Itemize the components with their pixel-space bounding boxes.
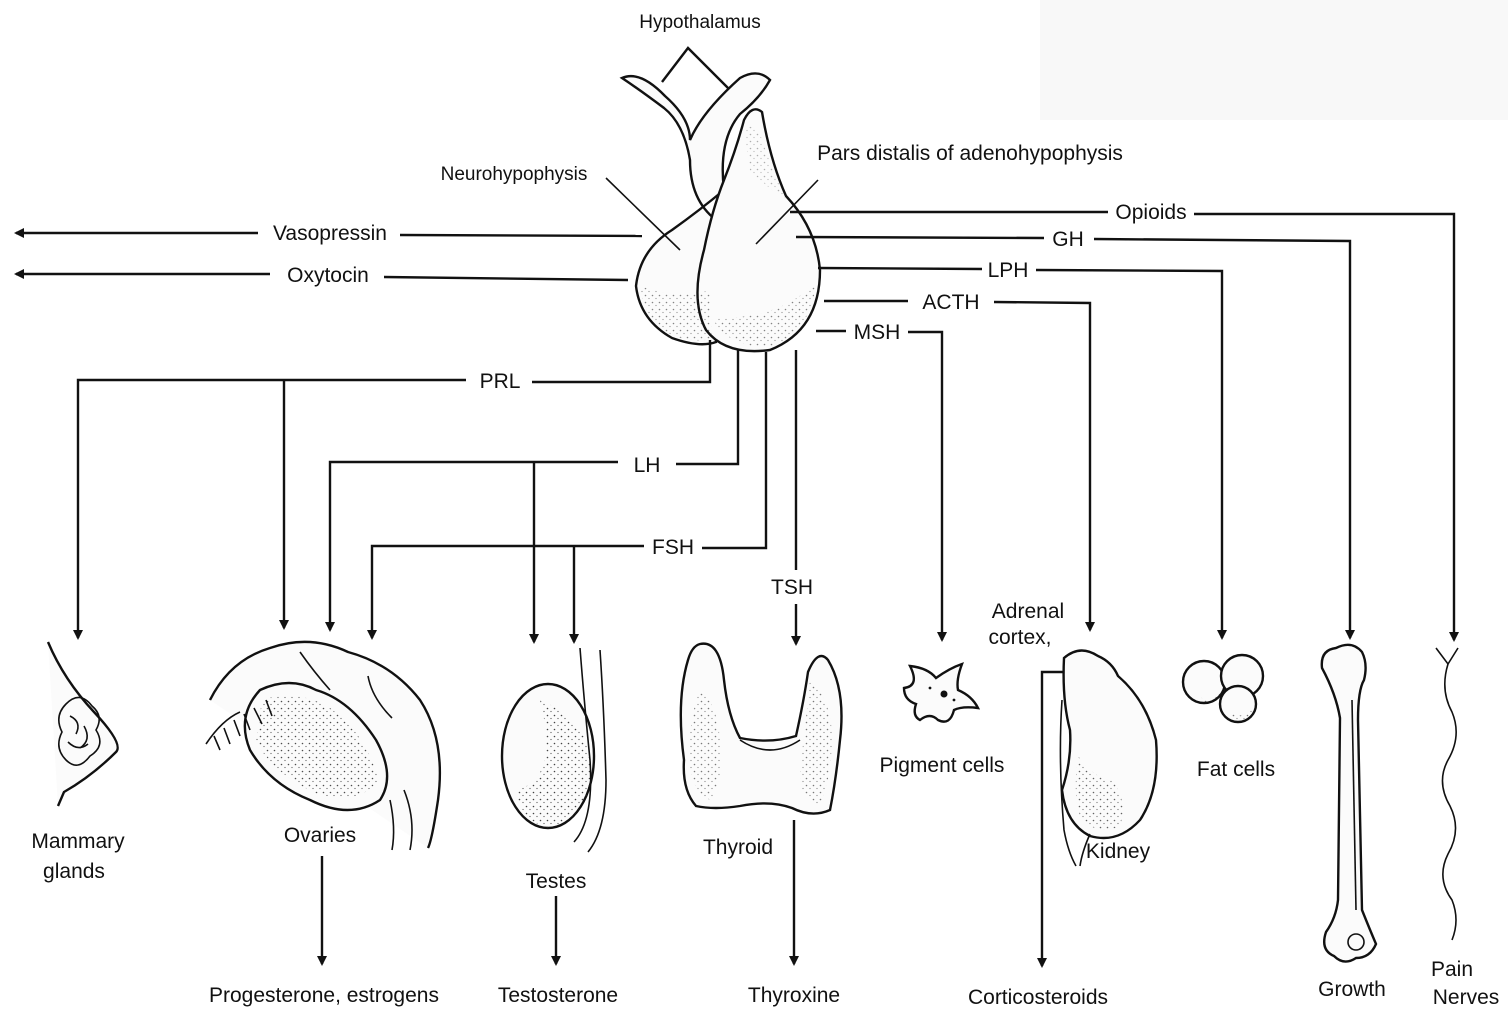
kidney-label: Kidney <box>1086 840 1151 863</box>
prl-path <box>78 340 710 638</box>
kidney-icon <box>1042 650 1157 966</box>
thyroxine-label: Thyroxine <box>748 984 840 1007</box>
fat-cells-icon <box>1183 655 1263 722</box>
testosterone-label: Testosterone <box>498 984 618 1007</box>
msh-label: MSH <box>854 321 901 344</box>
mammary-gland-icon <box>48 642 118 806</box>
fsh-path <box>372 352 766 642</box>
tsh-label: TSH <box>771 576 813 599</box>
progesterone-estrogens-label: Progesterone, estrogens <box>209 984 439 1007</box>
pigment-cell-icon <box>904 664 978 722</box>
prl-label: PRL <box>480 370 521 393</box>
gh-path <box>796 237 1350 638</box>
thyroid-icon <box>681 644 842 814</box>
acth-label: ACTH <box>922 291 979 314</box>
pituitary-gland <box>606 48 820 351</box>
opioids-label: Opioids <box>1115 201 1186 224</box>
adrenal-label-line2: cortex, <box>988 626 1051 649</box>
vasopressin-label: Vasopressin <box>273 222 387 245</box>
page-bleed-through <box>1040 0 1508 120</box>
mammary-label-line2: glands <box>43 860 105 883</box>
lh-label: LH <box>634 454 661 477</box>
acth-path <box>824 301 1090 630</box>
corticosteroids-label: Corticosteroids <box>968 986 1108 1009</box>
adrenal-label-line1: Adrenal <box>992 600 1064 623</box>
mammary-label-line1: Mammary <box>31 830 125 853</box>
growth-label: Growth <box>1318 978 1386 1001</box>
nerve-icon <box>1436 648 1458 940</box>
pain-label: Pain <box>1431 958 1473 981</box>
thyroid-label: Thyroid <box>703 836 773 859</box>
lph-label: LPH <box>988 259 1029 282</box>
nerves-label: Nerves <box>1433 986 1500 1009</box>
bone-icon <box>1322 645 1376 962</box>
adenohypophysis-label: Pars distalis of adenohypophysis <box>817 142 1123 165</box>
hypothalamus-label: Hypothalamus <box>639 12 760 33</box>
pigment-cells-label: Pigment cells <box>880 754 1005 777</box>
msh-path <box>816 331 942 640</box>
fat-cells-label: Fat cells <box>1197 758 1275 781</box>
lh-path <box>330 350 738 642</box>
ovaries-label: Ovaries <box>284 824 356 847</box>
opioids-path <box>790 212 1454 640</box>
testes-label: Testes <box>526 870 587 893</box>
oxytocin-label: Oxytocin <box>287 264 369 287</box>
neurohypophysis-label: Neurohypophysis <box>441 164 588 185</box>
gh-label: GH <box>1052 228 1084 251</box>
neurohypophysis-leader <box>606 178 680 250</box>
hypothalamus-bracket <box>662 48 728 88</box>
ovaries-icon <box>206 642 440 850</box>
fsh-label: FSH <box>652 536 694 559</box>
testes-icon <box>502 648 606 852</box>
